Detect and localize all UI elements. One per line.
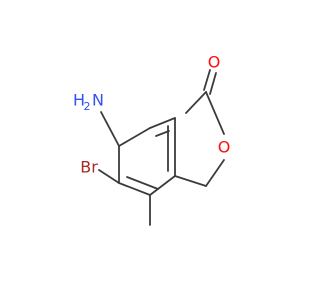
bond-c7-c7a [149,117,176,129]
bond-c7a-c7 [185,91,207,114]
bond-c6-n [100,111,120,147]
bond-inner-1 [126,176,159,190]
bromine-label: Br [80,158,98,177]
bond-c3a-c4 [149,175,176,196]
amine-nitrogen-label: N [92,91,104,110]
carbonyl-oxygen-label: O [208,53,221,72]
bond-c1-c3a [174,175,207,187]
bond-inner-2 [155,130,170,137]
bond-c6-c7 [118,127,151,147]
bond-c7-o-double-b [209,72,217,95]
amine-hydrogen-label: H [73,91,85,110]
molecule-diagram: O O Br H 2 N [72,52,231,226]
amine-subscript-label: 2 [84,100,91,113]
bonds [98,69,225,226]
atom-labels: O O Br H 2 N [73,53,230,177]
bond-c4-c5 [118,182,151,196]
bond-c7-o-double-a [203,69,211,91]
ring-oxygen-label: O [218,138,231,157]
bond-o1-c1 [205,159,225,187]
bond-c5-br [98,169,120,184]
structure-svg: O O Br H 2 N [73,53,230,226]
bond-c7-o1 [205,91,225,135]
